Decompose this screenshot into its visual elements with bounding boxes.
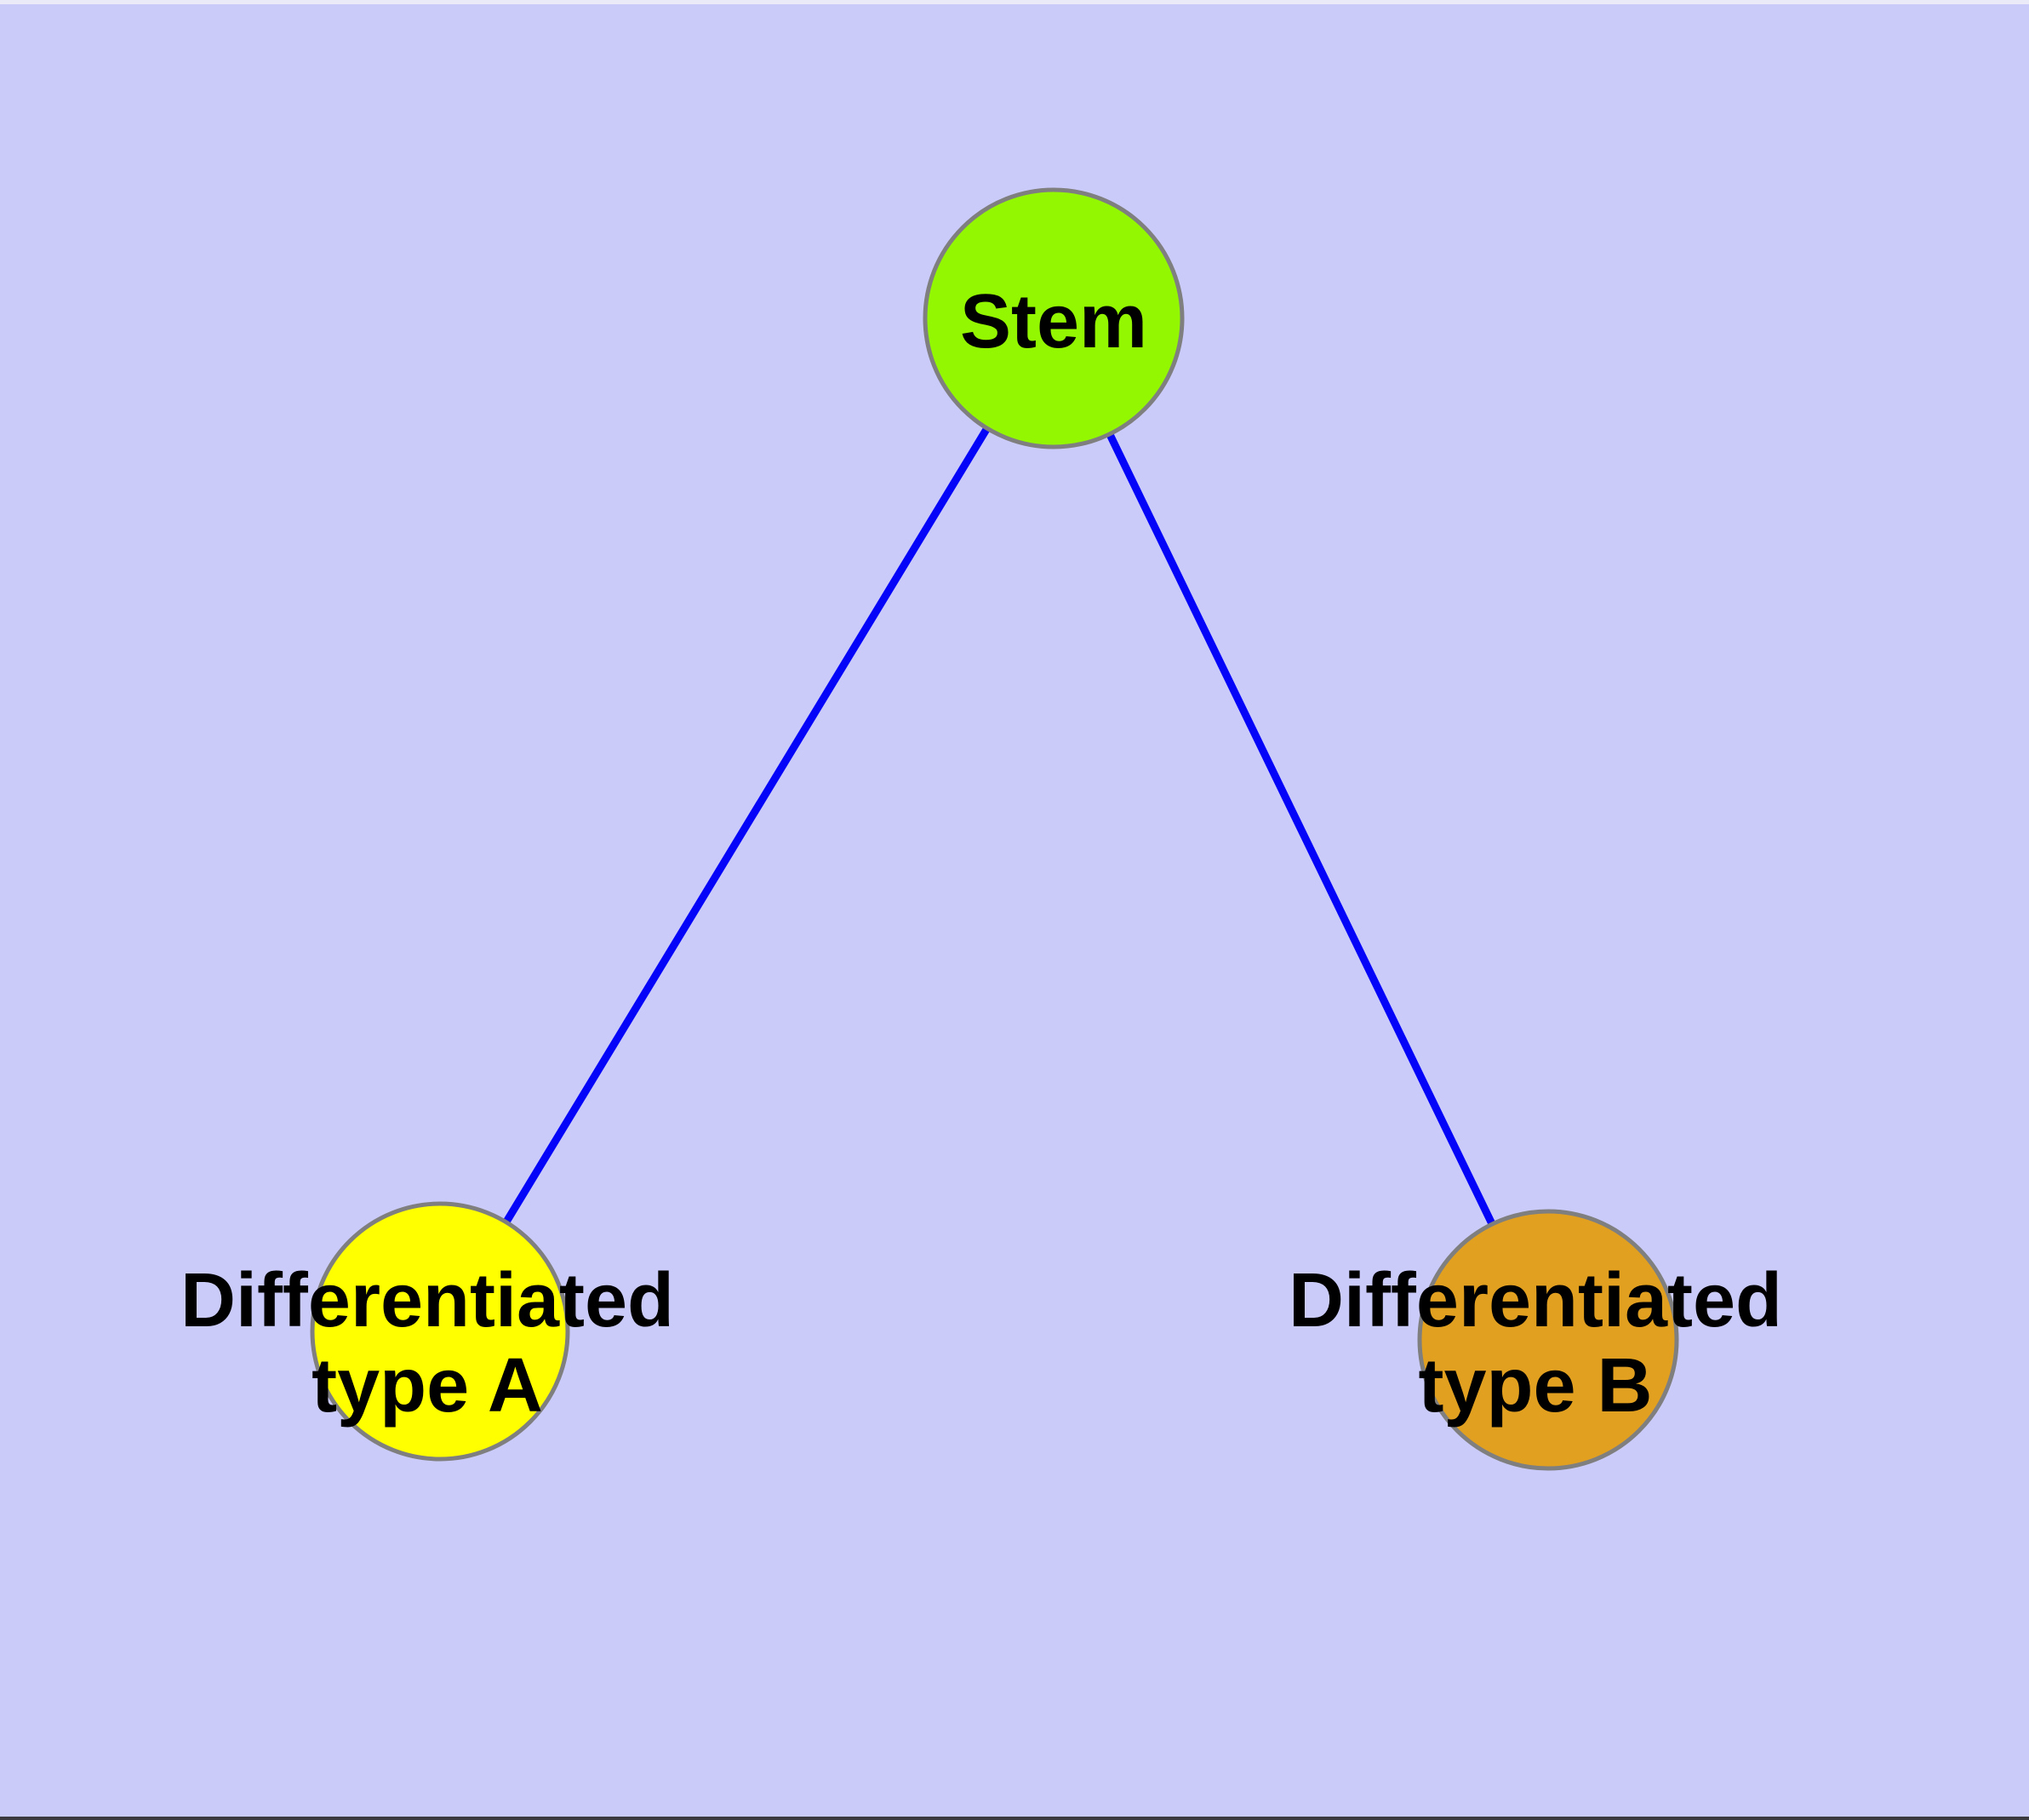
stem-node-circle [923, 187, 1185, 449]
type-a-node-circle [310, 1201, 570, 1462]
type-b-node-label-line2: type B [1418, 1343, 1652, 1428]
type-a-node-label-line2: type A [311, 1343, 543, 1428]
top-edge-highlight [0, 0, 2029, 4]
bottom-edge-shadow [0, 1817, 2029, 1820]
type-b-node-label-line1: Differentiated [1289, 1258, 1782, 1343]
edge-stem-to-type-a [437, 316, 1057, 1334]
type-b-node-circle [1417, 1209, 1679, 1471]
stem-node-label: Stem [960, 279, 1147, 364]
edge-stem-to-type-b [1049, 317, 1552, 1342]
type-a-node-label-line1: Differentiated [180, 1258, 674, 1343]
